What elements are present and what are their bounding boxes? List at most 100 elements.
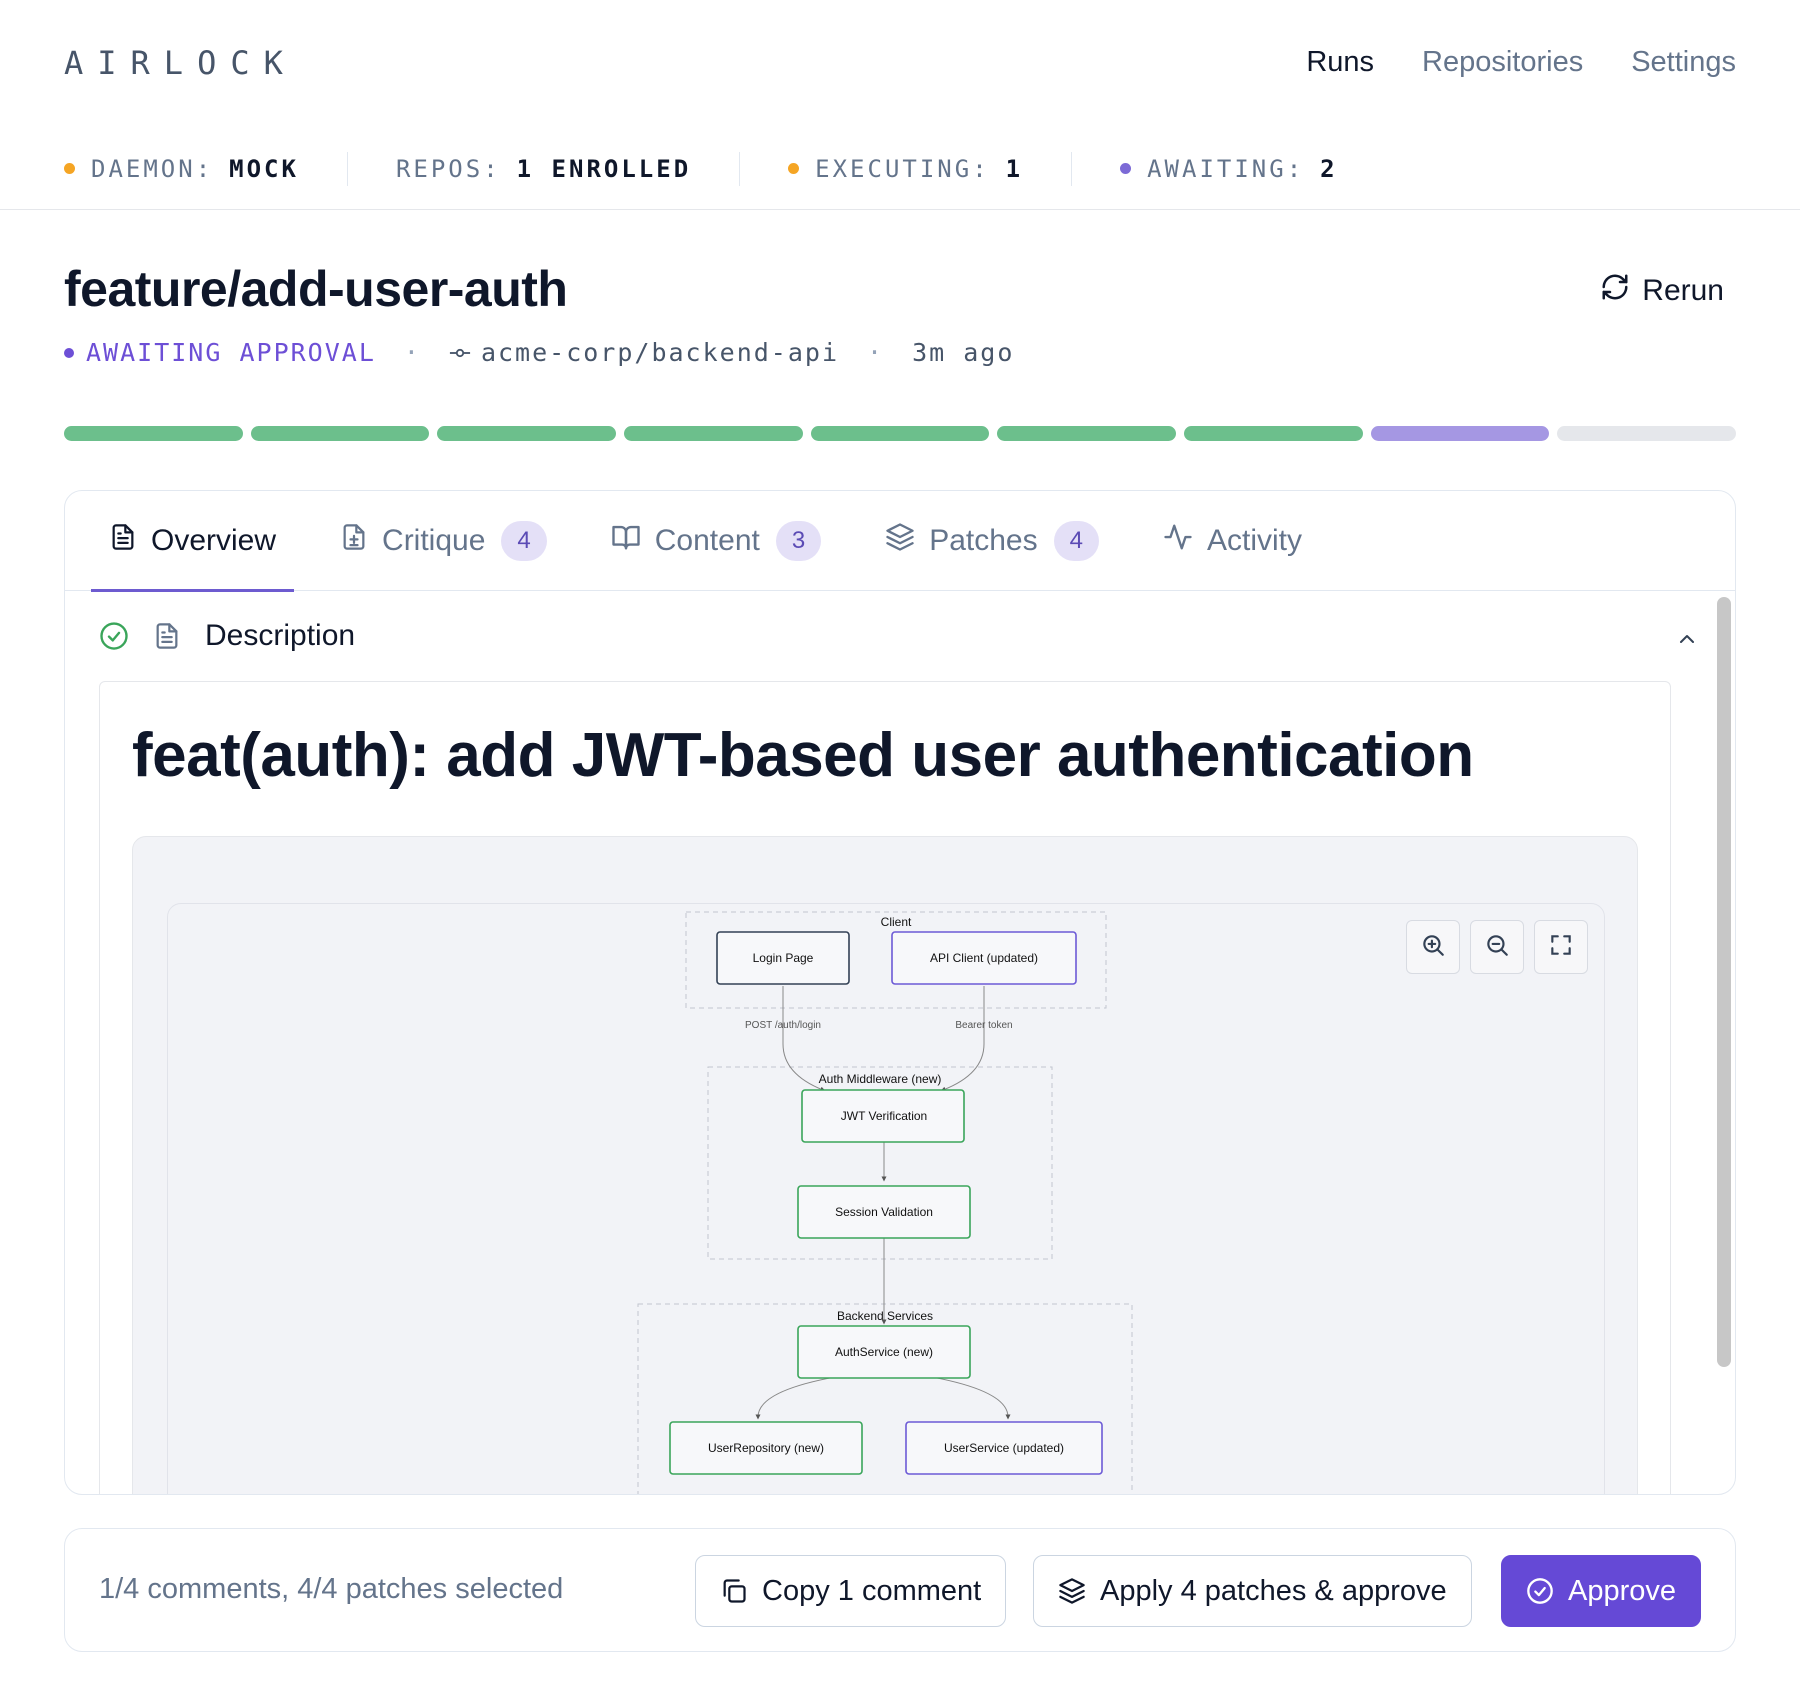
tab-patches-label: Patches: [929, 524, 1038, 557]
node-api-client-label: API Client (updated): [930, 951, 1038, 965]
group-backend-services-label: Backend Services: [837, 1309, 933, 1323]
progress-segment: [624, 426, 803, 441]
awaiting-status: AWAITING: 2: [1071, 151, 1386, 186]
chevron-up-icon[interactable]: [1675, 625, 1699, 659]
nav-settings[interactable]: Settings: [1631, 46, 1736, 78]
group-auth-middleware-label: Auth Middleware (new): [819, 1072, 942, 1086]
copy-comment-button[interactable]: Copy 1 comment: [695, 1555, 1007, 1627]
meta-separator: ·: [403, 338, 421, 367]
repo-name[interactable]: acme-corp/backend-api: [480, 338, 840, 367]
node-user-service[interactable]: UserService (updated): [905, 1421, 1103, 1475]
group-backend-services: [637, 1303, 1133, 1494]
edge-label-bearer: Bearer token: [955, 1020, 1012, 1031]
tab-critique[interactable]: Critique 4: [322, 491, 565, 591]
group-client-label: Client: [881, 915, 912, 929]
node-user-service-label: UserService (updated): [944, 1441, 1064, 1455]
nav-runs[interactable]: Runs: [1306, 46, 1375, 78]
awaiting-label: AWAITING:: [1147, 154, 1305, 183]
repos-value: 1 ENROLLED: [516, 154, 692, 183]
meta-separator: ·: [867, 338, 885, 367]
action-bar: 1/4 comments, 4/4 patches selected Copy …: [64, 1528, 1736, 1652]
group-client: [685, 911, 1107, 1009]
daemon-value: MOCK: [229, 154, 299, 183]
executing-value: 1: [1005, 154, 1024, 183]
file-plus-icon: [340, 522, 368, 560]
tab-overview-label: Overview: [151, 524, 277, 557]
tab-activity[interactable]: Activity: [1145, 491, 1320, 591]
fullscreen-button[interactable]: [1534, 920, 1588, 974]
executing-status: EXECUTING: 1: [739, 151, 1071, 186]
executing-status-dot: [788, 163, 800, 174]
node-auth-service[interactable]: AuthService (new): [797, 1325, 971, 1379]
repos-label: REPOS:: [395, 154, 501, 183]
rerun-label: Rerun: [1642, 274, 1724, 307]
zoom-in-icon: [1420, 932, 1446, 963]
app-logo[interactable]: AIRLOCK: [64, 44, 297, 82]
content-count-badge: 3: [775, 521, 822, 561]
diagram-canvas[interactable]: Client Auth Middleware (new) Backend Ser…: [167, 903, 1605, 1494]
progress-segment: [1184, 426, 1363, 441]
node-auth-service-label: AuthService (new): [835, 1345, 933, 1359]
main-nav: Runs Repositories Settings: [1306, 46, 1736, 79]
tab-overview[interactable]: Overview: [91, 491, 295, 592]
maximize-icon: [1548, 932, 1574, 963]
description-section-header[interactable]: Description: [99, 619, 1699, 653]
tab-patches[interactable]: Patches 4: [867, 491, 1117, 591]
node-jwt-verification[interactable]: JWT Verification: [801, 1089, 965, 1143]
zoom-in-button[interactable]: [1406, 920, 1460, 974]
refresh-icon: [1600, 272, 1630, 310]
diagram-zoom-controls: [1406, 920, 1588, 974]
edge-apiclient-to-jwt: [940, 986, 985, 1092]
rerun-button[interactable]: Rerun: [1600, 272, 1724, 310]
daemon-status-dot: [64, 163, 75, 174]
approve-button[interactable]: Approve: [1501, 1555, 1702, 1627]
tab-activity-label: Activity: [1206, 524, 1302, 557]
run-progress: [64, 426, 1737, 441]
progress-segment: [250, 426, 430, 441]
node-api-client[interactable]: API Client (updated): [891, 931, 1077, 985]
description-section-label: Description: [205, 619, 356, 652]
apply-patches-button[interactable]: Apply 4 patches & approve: [1033, 1555, 1472, 1627]
node-login-page[interactable]: Login Page: [716, 931, 850, 985]
book-icon: [611, 522, 641, 560]
copy-icon: [720, 1577, 748, 1605]
scrollbar-thumb[interactable]: [1717, 597, 1731, 1367]
layers-icon: [885, 522, 915, 560]
diagram-container: Client Auth Middleware (new) Backend Ser…: [132, 836, 1638, 1494]
check-circle-icon: [99, 621, 129, 651]
node-login-page-label: Login Page: [753, 951, 814, 965]
critique-count-badge: 4: [501, 521, 547, 561]
zoom-out-button[interactable]: [1470, 920, 1524, 974]
run-detail-card: Overview Critique 4 Content 3 Patches 4: [64, 490, 1736, 1495]
awaiting-value: 2: [1320, 154, 1338, 183]
file-text-icon: [153, 621, 181, 651]
content-scrollbar[interactable]: [1717, 597, 1731, 1487]
node-jwt-verification-label: JWT Verification: [841, 1109, 927, 1123]
nav-repositories[interactable]: Repositories: [1422, 46, 1584, 78]
progress-segment: [1557, 426, 1737, 441]
node-user-repository[interactable]: UserRepository (new): [669, 1421, 863, 1475]
node-session-validation[interactable]: Session Validation: [797, 1185, 971, 1239]
apply-patches-label: Apply 4 patches & approve: [1100, 1574, 1447, 1607]
patches-count-badge: 4: [1053, 521, 1099, 561]
daemon-label: DAEMON:: [91, 154, 214, 183]
executing-label: EXECUTING:: [815, 154, 990, 183]
app-header: AIRLOCK Runs Repositories Settings: [0, 0, 1800, 128]
layers-icon: [1058, 1577, 1086, 1605]
selection-summary: 1/4 comments, 4/4 patches selected: [99, 1573, 564, 1605]
activity-icon: [1163, 522, 1193, 560]
run-status-dot: [64, 347, 74, 358]
tab-bar: Overview Critique 4 Content 3 Patches 4: [65, 491, 1735, 592]
commit-icon: [449, 342, 471, 364]
approve-label: Approve: [1568, 1574, 1677, 1607]
progress-segment: [1370, 426, 1550, 441]
node-session-validation-label: Session Validation: [835, 1205, 933, 1219]
tab-content[interactable]: Content 3: [593, 491, 839, 591]
progress-segment: [997, 426, 1177, 441]
edge-login-to-jwt: [782, 986, 826, 1092]
progress-segment: [64, 426, 243, 441]
description-content: feat(auth): add JWT-based user authentic…: [99, 681, 1671, 1494]
run-status-label: AWAITING APPROVAL: [86, 338, 376, 367]
status-bar: DAEMON: MOCK REPOS: 1 ENROLLED EXECUTING…: [0, 128, 1800, 210]
tab-content-label: Content: [654, 524, 760, 557]
